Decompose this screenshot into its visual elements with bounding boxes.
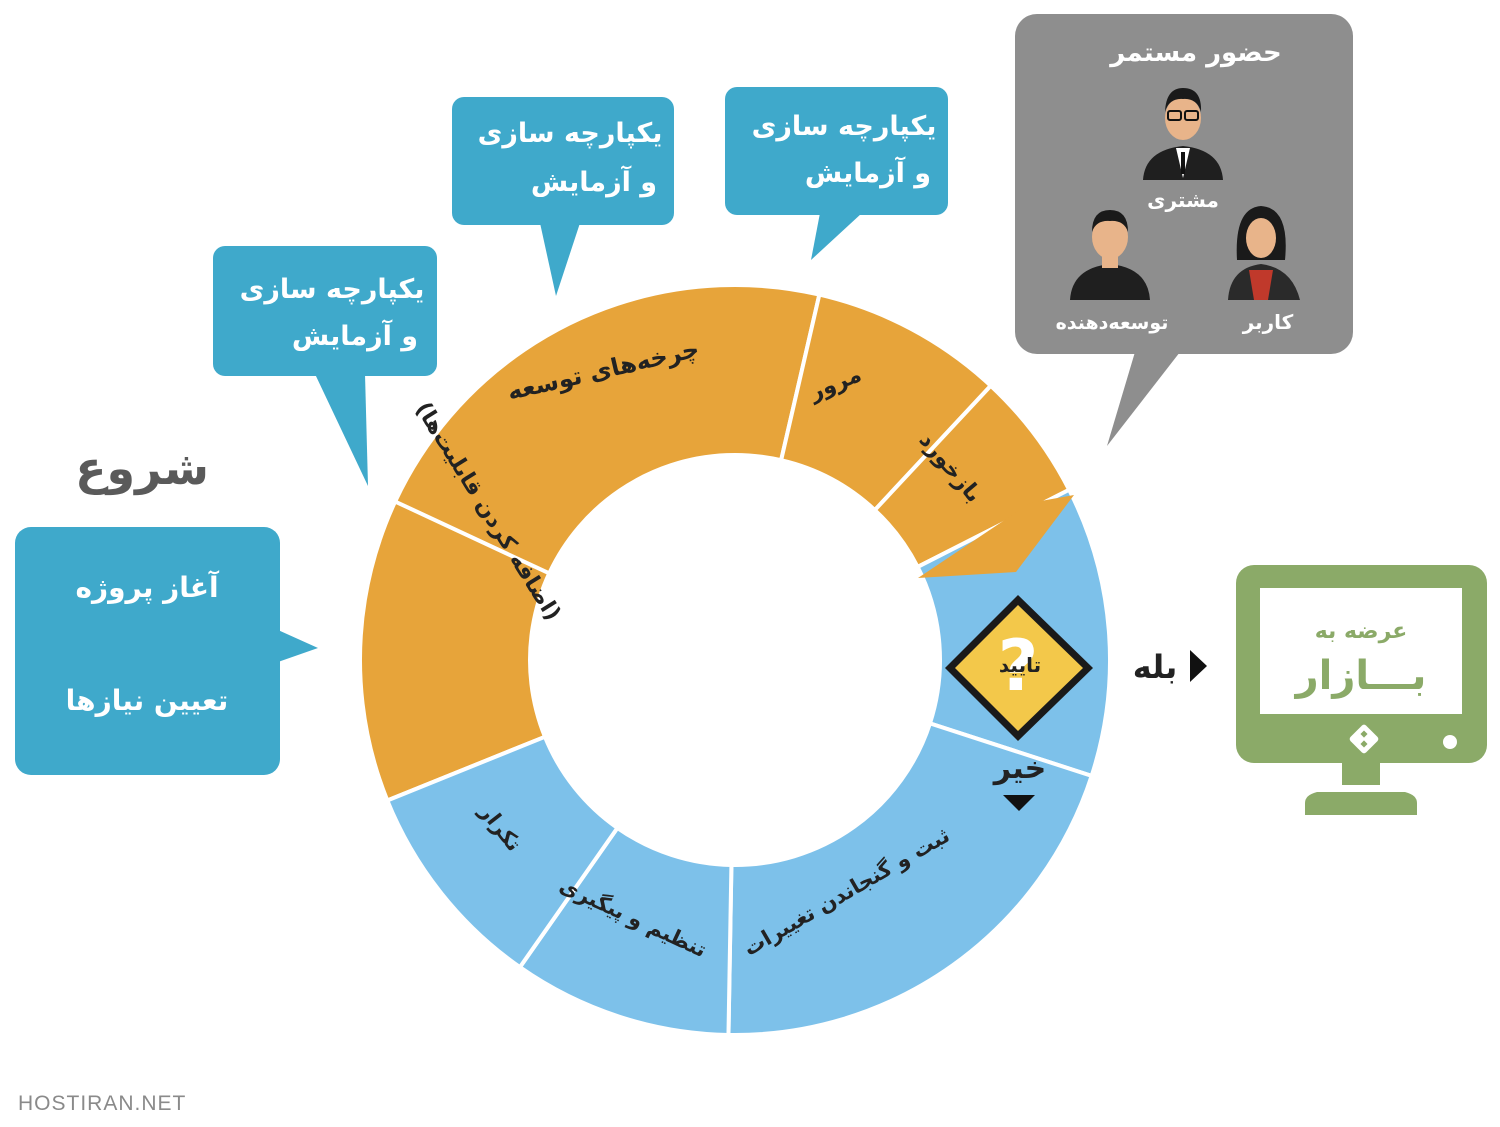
integration-2-line1: یکپارچه سازی [478,118,663,149]
customer-person-icon [1143,88,1223,180]
presence-title: حضور مستمر [1108,38,1281,68]
developer-person-icon [1070,210,1150,300]
arrow-right-icon [1190,650,1207,682]
start-requirements-label: تعیین نیازها [66,684,229,717]
integration-callout-3: یکپارچه سازی و آزمایش [725,87,948,260]
start-callout: آغاز پروژه تعیین نیازها [15,527,318,775]
label-no: خیر [992,751,1047,786]
start-project-label: آغاز پروژه [75,570,219,604]
footer-site-label: HOSTIRAN.NET [18,1092,187,1115]
arrow-down-icon [1003,795,1035,811]
segment-divider [394,499,551,576]
feedback-arrow-tip [918,495,1074,578]
label-approval: تایید [999,653,1041,677]
presence-user-label: کاربر [1242,310,1294,334]
integration-callout-2: یکپارچه سازی و آزمایش [452,97,674,296]
market-line1: عرضه به [1315,619,1408,644]
integration-1-line1: یکپارچه سازی [240,274,425,305]
integration-1-line2: و آزمایش [292,319,418,352]
market-line2: بـــازار [1294,653,1427,699]
user-person-icon [1228,206,1300,300]
integration-callout-1: یکپارچه سازی و آزمایش [213,246,437,486]
presence-developer-label: توسعه‌دهنده [1056,312,1169,334]
start-title: شروع [75,441,209,495]
segment-repeat [384,734,621,970]
market-monitor-icon: عرضه به بـــازار [1236,565,1487,815]
label-yes: بله [1133,648,1177,686]
segment-dev-cycles [358,283,822,804]
integration-2-line2: و آزمایش [531,165,657,198]
cycle-ring [358,283,1112,1037]
segment-record-changes [726,720,1095,1037]
question-mark-icon: ? [998,625,1039,707]
logo-icon [1349,724,1379,754]
presence-customer-label: مشتری [1147,188,1219,212]
presence-panel: حضور مستمر مشتری توسعه‌دهنده کاربر [1015,14,1353,446]
integration-3-line1: یکپارچه سازی [752,111,937,142]
approval-sign: ? تایید [945,595,1093,741]
integration-3-line2: و آزمایش [805,156,931,189]
